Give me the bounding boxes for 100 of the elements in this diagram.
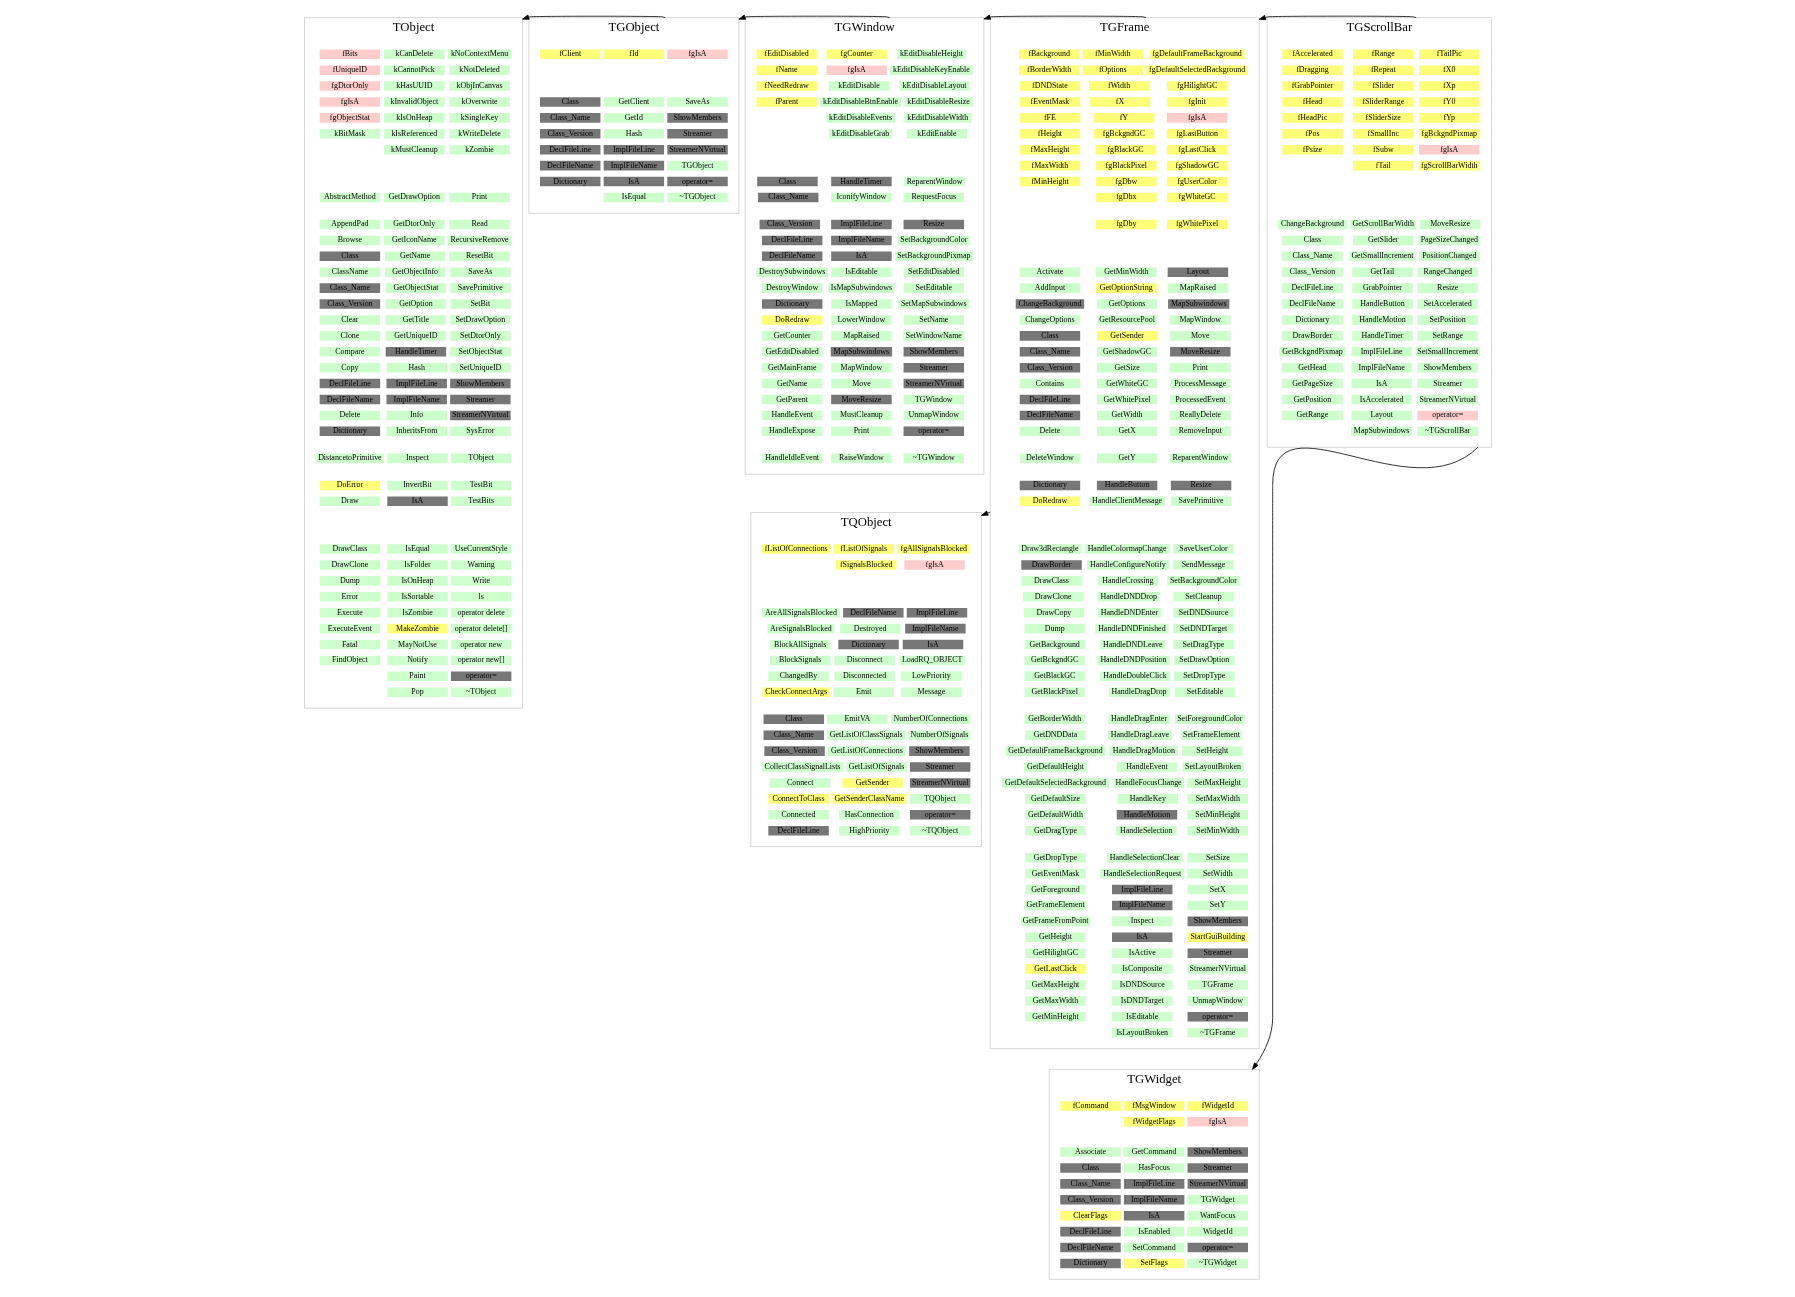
node-box: RequestFocus (903, 192, 964, 203)
node-box: Class_Version (763, 746, 825, 756)
node-box: DistancetoPrimitive (315, 453, 384, 464)
node-box: Delete (319, 410, 380, 421)
node-box: SetFrameElement (1180, 730, 1242, 740)
node-box: ~TGWidget (1187, 1258, 1248, 1269)
node-box: HasFocus (1123, 1163, 1184, 1173)
node-box: HandleTimer (385, 347, 446, 357)
node-box: Activate (1019, 267, 1080, 277)
node-box: GetObjectInfo (384, 267, 445, 277)
node-box: StartGuiBuilding (1187, 932, 1248, 943)
node-box: fgBlackPixel (1095, 160, 1157, 171)
node-box: fName (755, 65, 817, 75)
node-box: DrawClone (1022, 592, 1083, 602)
node-box: Inspect (1111, 916, 1172, 927)
node-box: ImplFileLine (1123, 1179, 1184, 1189)
node-box: DeclFileLine (767, 825, 829, 836)
node-box: fRange (1352, 49, 1413, 59)
node-box: HandleConfigureNotify (1086, 560, 1169, 570)
node-box: fUniqueID (319, 65, 380, 75)
node-box: InheritsFrom (386, 426, 447, 437)
node-box: fSmallInc (1352, 129, 1413, 139)
node-box: fListOfSignals (833, 544, 894, 554)
node-box: StreamerNVirtual (449, 410, 511, 421)
node-box: IsComposite (1111, 964, 1172, 974)
node-box: kMustCleanup (383, 144, 445, 155)
node-box: GetClient (603, 97, 664, 107)
node-box: SysError (449, 426, 511, 437)
node-box: GetRange (1281, 410, 1343, 421)
node-box: HandleTimer (830, 176, 892, 187)
node-box: kHasUUID (383, 81, 445, 91)
node-box: ChangedBy (767, 671, 829, 682)
node-box: GetCommand (1123, 1147, 1184, 1157)
node-box: Class_Name (1059, 1179, 1121, 1189)
node-box: Contains (1019, 378, 1080, 389)
node-box: fSliderRange (1352, 97, 1413, 107)
node-box: UnmapWindow (903, 410, 964, 421)
node-box: SetDtorOnly (449, 331, 511, 341)
node-box: SetDragType (1172, 639, 1234, 650)
node-box: kInvalidObject (383, 97, 445, 107)
node-box: fgHilightGC (1166, 81, 1227, 91)
node-box: fgAllSignalsBlocked (897, 544, 970, 554)
node-box: Dump (1024, 623, 1085, 634)
node-box: ls (450, 592, 511, 602)
node-box: MapRaised (1167, 283, 1228, 293)
node-box: Copy (319, 362, 380, 373)
node-box: SetWidth (1187, 868, 1248, 879)
node-box: fgIsA (903, 560, 965, 570)
node-box: fgLastClick (1166, 144, 1227, 155)
node-box: Draw (319, 496, 380, 507)
arrow (1258, 15, 1417, 21)
node-box: fgBckgndGC (1093, 129, 1154, 139)
node-box: Draw3dRectangle (1018, 544, 1081, 554)
node-box: Class (1281, 235, 1343, 246)
node-box: kObjInCanvas (448, 81, 510, 91)
node-box: kEditDisableResize (903, 97, 973, 107)
node-box: EmitVA (826, 714, 888, 725)
node-box: GetSender (841, 778, 903, 788)
node-box: kZombie (448, 144, 510, 155)
node-box: Dictionary (319, 426, 380, 437)
node-box: ChangeOptions (1019, 315, 1080, 325)
node-box: ImplFileLine (1350, 347, 1412, 357)
node-box: ShowMembers (449, 378, 511, 389)
node-box: IsA (603, 176, 664, 187)
node-box: GetForeground (1024, 884, 1086, 895)
node-box: Pop (386, 687, 448, 698)
node-box: kEditDisable (828, 81, 889, 91)
node-box: ClearFlags (1059, 1210, 1121, 1221)
node-box: Resize (1416, 283, 1478, 293)
node-box: Info (386, 410, 447, 421)
node-box: fSignalsBlocked (835, 560, 896, 570)
node-box: Browse (319, 235, 380, 246)
node-box: fWidgetFlags (1123, 1117, 1184, 1127)
node-box: GetShadowGC (1096, 347, 1157, 357)
node-box: ShowMembers (1187, 1147, 1248, 1157)
node-box: Clone (319, 331, 380, 341)
node-box: RemoveInput (1169, 426, 1231, 437)
node-box: DeclFileLine (1281, 283, 1343, 293)
node-box: SetBackgroundColor (897, 235, 970, 246)
node-box: HandleColormapChange (1084, 544, 1170, 554)
node-box: SetMaxHeight (1187, 778, 1248, 788)
node-box: Warning (450, 560, 511, 570)
node-box: fGrabPointer (1281, 81, 1343, 91)
node-box: HandleDragDrop (1108, 687, 1169, 698)
node-box: kCannotPick (383, 65, 445, 75)
node-box: SetEditable (1174, 687, 1235, 698)
node-box: fId (603, 49, 664, 59)
node-box: Compare (319, 347, 380, 357)
node-box: Move (830, 378, 892, 389)
node-box: ImplFileLine (906, 607, 967, 618)
node-box: fXp (1418, 81, 1479, 91)
node-box: fgWhiteGC (1166, 192, 1227, 203)
node-box: GetPosition (1281, 394, 1343, 405)
node-box: SetMapSubwindows (897, 299, 969, 309)
node-box: ShowMembers (908, 746, 970, 756)
node-box: IsA (1350, 378, 1412, 389)
node-box: operator= (903, 426, 964, 437)
node-box: kEditEnable (906, 129, 967, 139)
node-box: DoRedraw (1019, 496, 1080, 507)
node-box: IsZombie (386, 607, 448, 618)
